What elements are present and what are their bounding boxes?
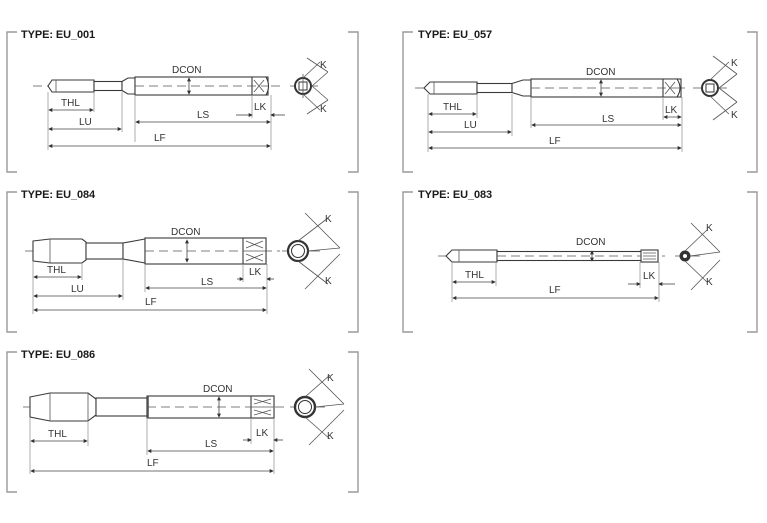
diagram-panel-eu-083: DCON THL LK LF K K TYPE: EU_083 (395, 180, 767, 340)
ls-label: LS (201, 277, 214, 288)
thl-label: THL (61, 98, 80, 109)
end-view-square-drive: K K (290, 368, 345, 446)
dcon-label: DCON (576, 237, 605, 248)
frame-bracket-left (6, 31, 17, 173)
dcon-label: DCON (171, 227, 200, 238)
tap-drawing-eu-001: DCON THL LU LS LK LF (6, 31, 359, 173)
lk-label: LK (643, 271, 656, 282)
lf-label: LF (145, 297, 157, 308)
k-label-bottom: K (325, 276, 332, 287)
frame-bracket-right (747, 191, 758, 333)
thl-label: THL (443, 102, 462, 113)
end-view-square-drive: K K (290, 57, 329, 115)
lk-label: LK (256, 428, 269, 439)
dcon-label: DCON (172, 65, 201, 76)
ls-label: LS (602, 114, 615, 125)
lk-label: LK (254, 102, 267, 113)
square-drive (251, 76, 270, 96)
thl-label: THL (465, 270, 484, 281)
frame-bracket-left (6, 351, 17, 493)
lk-label: LK (249, 267, 262, 278)
frame-bracket-left (402, 191, 413, 333)
thl-label: THL (48, 429, 67, 440)
frame-bracket-right (747, 31, 758, 173)
tap-drawing-eu-084: DCON THL LU LS LK LF K K (6, 191, 359, 333)
tap-drawing-eu-057: DCON THL LU LS LK LF K K (402, 31, 758, 173)
frame-bracket-right (348, 351, 359, 493)
end-view-square-drive: K K (693, 55, 738, 121)
lu-label: LU (464, 120, 477, 131)
k-label-bottom: K (706, 277, 713, 288)
dcon-label: DCON (586, 67, 615, 78)
k-label-bottom: K (327, 431, 334, 442)
lk-label: LK (665, 105, 678, 116)
tap-drawing-eu-086: DCON THL LS LK LF K K (6, 351, 359, 493)
k-label-top: K (706, 223, 713, 234)
neck-section (93, 80, 123, 92)
end-view-square-drive: K K (282, 212, 341, 290)
ls-label: LS (205, 439, 218, 450)
lf-label: LF (549, 285, 561, 296)
lf-label: LF (147, 458, 159, 469)
frame-bracket-left (402, 31, 413, 173)
frame-bracket-right (348, 31, 359, 173)
diagram-panel-eu-001: DCON THL LU LS LK LF (0, 0, 380, 180)
k-label-top: K (325, 214, 332, 225)
lf-label: LF (154, 133, 166, 144)
thread-section (47, 79, 95, 93)
lu-label: LU (71, 284, 84, 295)
tap-drawing-eu-083: DCON THL LK LF K K (402, 191, 758, 333)
dcon-label: DCON (203, 384, 232, 395)
diagram-panel-eu-084: DCON THL LU LS LK LF K K TYPE: EU_084 (0, 180, 380, 340)
panel-title: TYPE: EU_086 (21, 349, 96, 361)
panel-title: TYPE: EU_001 (21, 29, 96, 41)
ls-label: LS (197, 110, 210, 121)
k-label-bottom: K (320, 104, 327, 115)
panel-title: TYPE: EU_084 (21, 189, 96, 201)
end-view-square-drive: K K (675, 222, 721, 291)
frame-bracket-left (6, 191, 17, 333)
k-label-top: K (327, 373, 334, 384)
frame-bracket-right (348, 191, 359, 333)
k-label-bottom: K (731, 110, 738, 121)
panel-title: TYPE: EU_083 (418, 189, 493, 201)
panel-title: TYPE: EU_057 (418, 29, 493, 41)
lu-label: LU (79, 117, 92, 128)
diagram-panel-eu-086: DCON THL LS LK LF K K TYPE: EU_086 (0, 340, 380, 500)
thl-label: THL (47, 265, 66, 276)
k-label-top: K (320, 60, 327, 71)
k-label-top: K (731, 58, 738, 69)
diagram-panel-eu-057: DCON THL LU LS LK LF K K TYPE: EU_0 (395, 0, 767, 180)
lf-label: LF (549, 136, 561, 147)
